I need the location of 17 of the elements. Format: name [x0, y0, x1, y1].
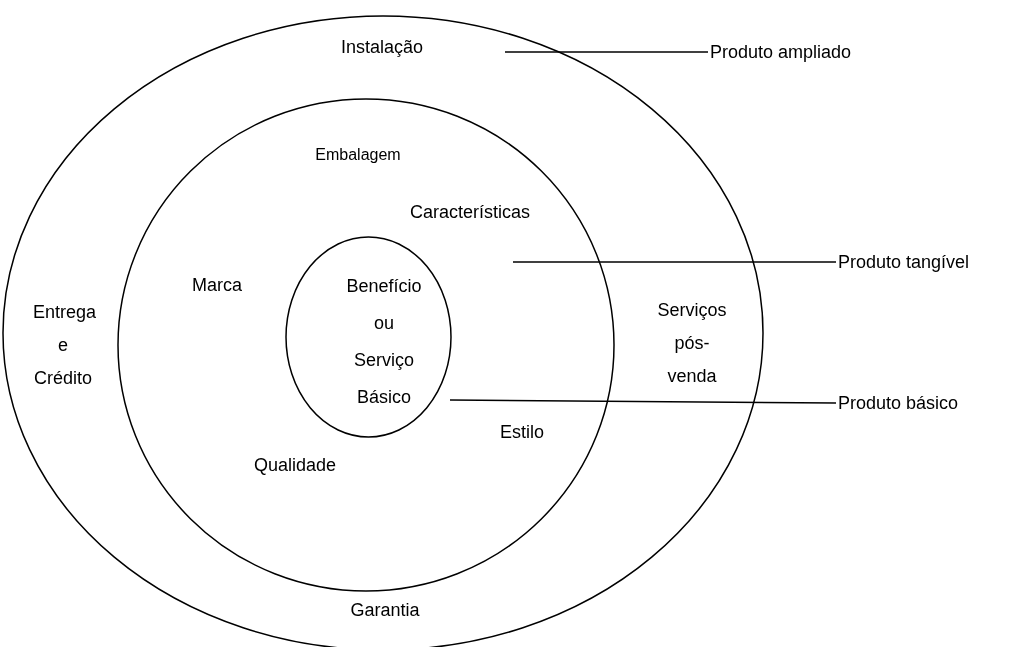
callout-label: Produto ampliado: [710, 41, 852, 63]
callout-label: Produto tangível: [838, 251, 970, 273]
ring-label: Instalação: [339, 36, 425, 58]
ring-ellipse: [285, 236, 452, 438]
leader-line: [449, 399, 837, 404]
ring-label: Embalagem: [314, 145, 402, 165]
ring-ellipse: [117, 98, 615, 592]
ring-label: Serviços pós-venda: [656, 298, 728, 388]
ring-label: Estilo: [499, 421, 545, 443]
leader-line: [504, 51, 709, 53]
ring-label: Garantia: [349, 599, 421, 621]
ring-label: Marca: [191, 274, 243, 296]
ring-label: Benefício ou Serviço Básico: [345, 275, 423, 409]
callout-label: Produto básico: [838, 392, 959, 414]
leader-line: [512, 261, 837, 263]
ring-label: Qualidade: [252, 454, 338, 476]
ring-label: Características: [408, 201, 531, 223]
